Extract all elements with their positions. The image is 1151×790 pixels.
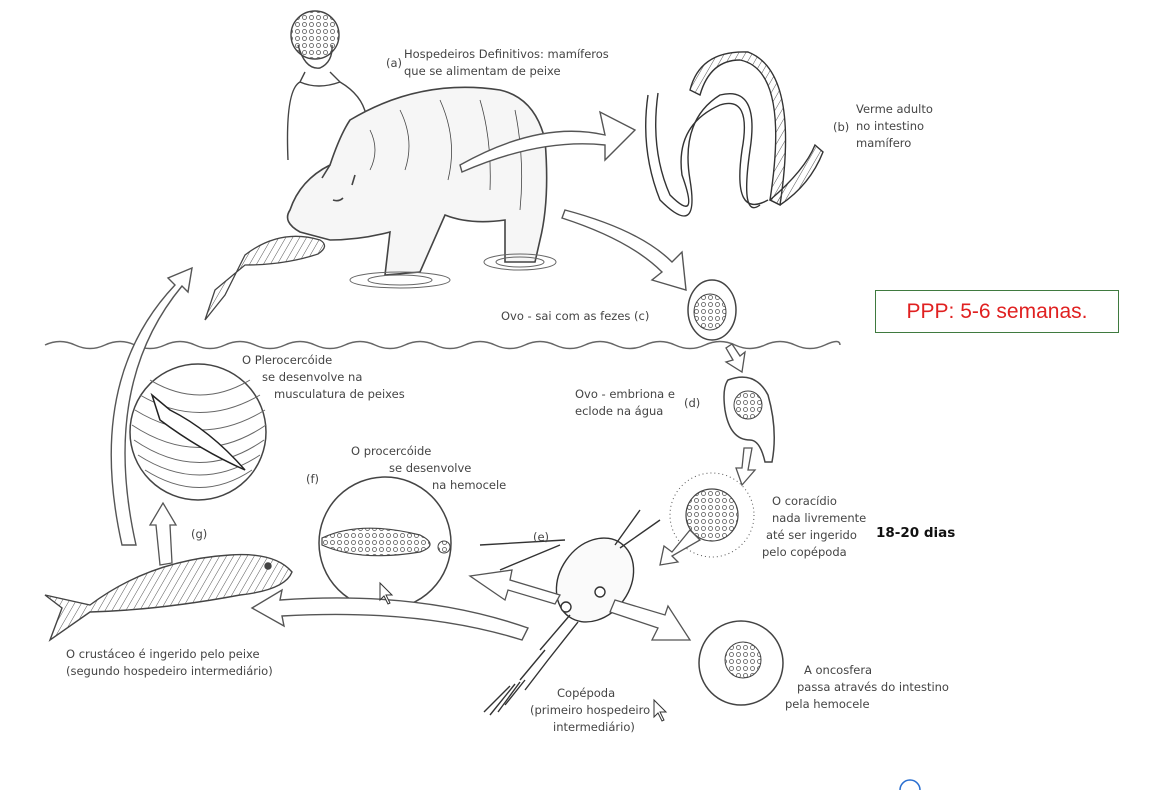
- label-a-letter: (a): [386, 56, 403, 70]
- label-d-line1: Ovo - embriona e: [575, 387, 675, 401]
- fish-g: [44, 553, 293, 642]
- label-copepod-line2: (primeiro hospedeiro: [530, 703, 651, 717]
- plerocercoid: [129, 363, 267, 501]
- label-plerocercoid-line1: O Plerocercóide: [242, 353, 333, 367]
- label-d-line2: eclode na água: [575, 404, 664, 418]
- bear-figure: [286, 86, 548, 276]
- coracidium: [669, 472, 755, 558]
- days-annotation: 18-20 dias: [876, 525, 956, 541]
- human-figure: [286, 10, 367, 161]
- label-copepod-line1: Copépoda: [557, 686, 616, 700]
- label-e-letter: (e): [533, 530, 550, 544]
- oncosphere: [698, 620, 784, 706]
- cursor-arrow-2: [653, 698, 668, 722]
- arrow-to-worm: [459, 110, 637, 173]
- arrow-to-egg: [561, 209, 687, 291]
- egg-d: [723, 376, 775, 463]
- label-oncosphere-line2: passa através do intestino: [797, 680, 949, 694]
- label-g-letter: (g): [191, 527, 208, 541]
- cursor-arrow-1: [379, 581, 394, 605]
- ripples: [349, 253, 557, 289]
- label-procercoid-line1: O procercóide: [351, 444, 432, 458]
- label-crustacean-line2: (segundo hospedeiro intermediário): [66, 664, 273, 678]
- arrow-to-bear: [110, 266, 193, 546]
- label-coracidium-line1: O coracídio: [772, 494, 837, 508]
- arrow-to-copepod: [659, 529, 702, 566]
- label-b-line2: no intestino: [856, 119, 925, 133]
- partial-circle-icon: [899, 779, 921, 790]
- arrow-to-procercoid: [468, 569, 561, 605]
- ppp-annotation-box: PPP: 5-6 semanas.: [875, 290, 1119, 333]
- label-d-letter: (d): [684, 396, 701, 410]
- arrow-to-coracidium: [735, 447, 757, 487]
- label-b-line3: mamífero: [856, 136, 912, 150]
- label-plerocercoid-line2: se desenvolve na: [262, 370, 363, 384]
- arrow-egg-down: [724, 343, 746, 374]
- label-b-letter: (b): [833, 120, 850, 134]
- fish-in-mouth: [204, 235, 326, 321]
- label-c: Ovo - sai com as fezes (c): [501, 309, 650, 323]
- label-oncosphere-line1: A oncosfera: [804, 663, 873, 677]
- arrow-to-plerocercoid: [148, 501, 178, 566]
- water-line: [44, 340, 841, 350]
- label-plerocercoid-line3: musculatura de peixes: [274, 387, 405, 401]
- label-oncosphere-line3: pela hemocele: [785, 697, 870, 711]
- label-procercoid-line3: na hemocele: [432, 478, 507, 492]
- label-b-line1: Verme adulto: [856, 102, 933, 116]
- label-f-letter: (f): [306, 472, 320, 486]
- arrow-to-oncosphere: [609, 599, 692, 641]
- adult-worm: [645, 51, 824, 217]
- label-a-line1: Hospedeiros Definitivos: mamíferos: [404, 47, 609, 61]
- label-copepod-line3: intermediário): [553, 720, 635, 734]
- label-crustacean-line1: O crustáceo é ingerido pelo peixe: [66, 647, 260, 661]
- arrow-to-fish: [250, 588, 529, 641]
- label-a-line2: que se alimentam de peixe: [404, 64, 561, 78]
- label-coracidium-line4: pelo copépoda: [762, 545, 847, 559]
- label-procercoid-line2: se desenvolve: [389, 461, 472, 475]
- egg-c: [687, 279, 737, 341]
- label-coracidium-line2: nada livremente: [772, 511, 867, 525]
- label-coracidium-line3: até ser ingerido: [766, 528, 857, 542]
